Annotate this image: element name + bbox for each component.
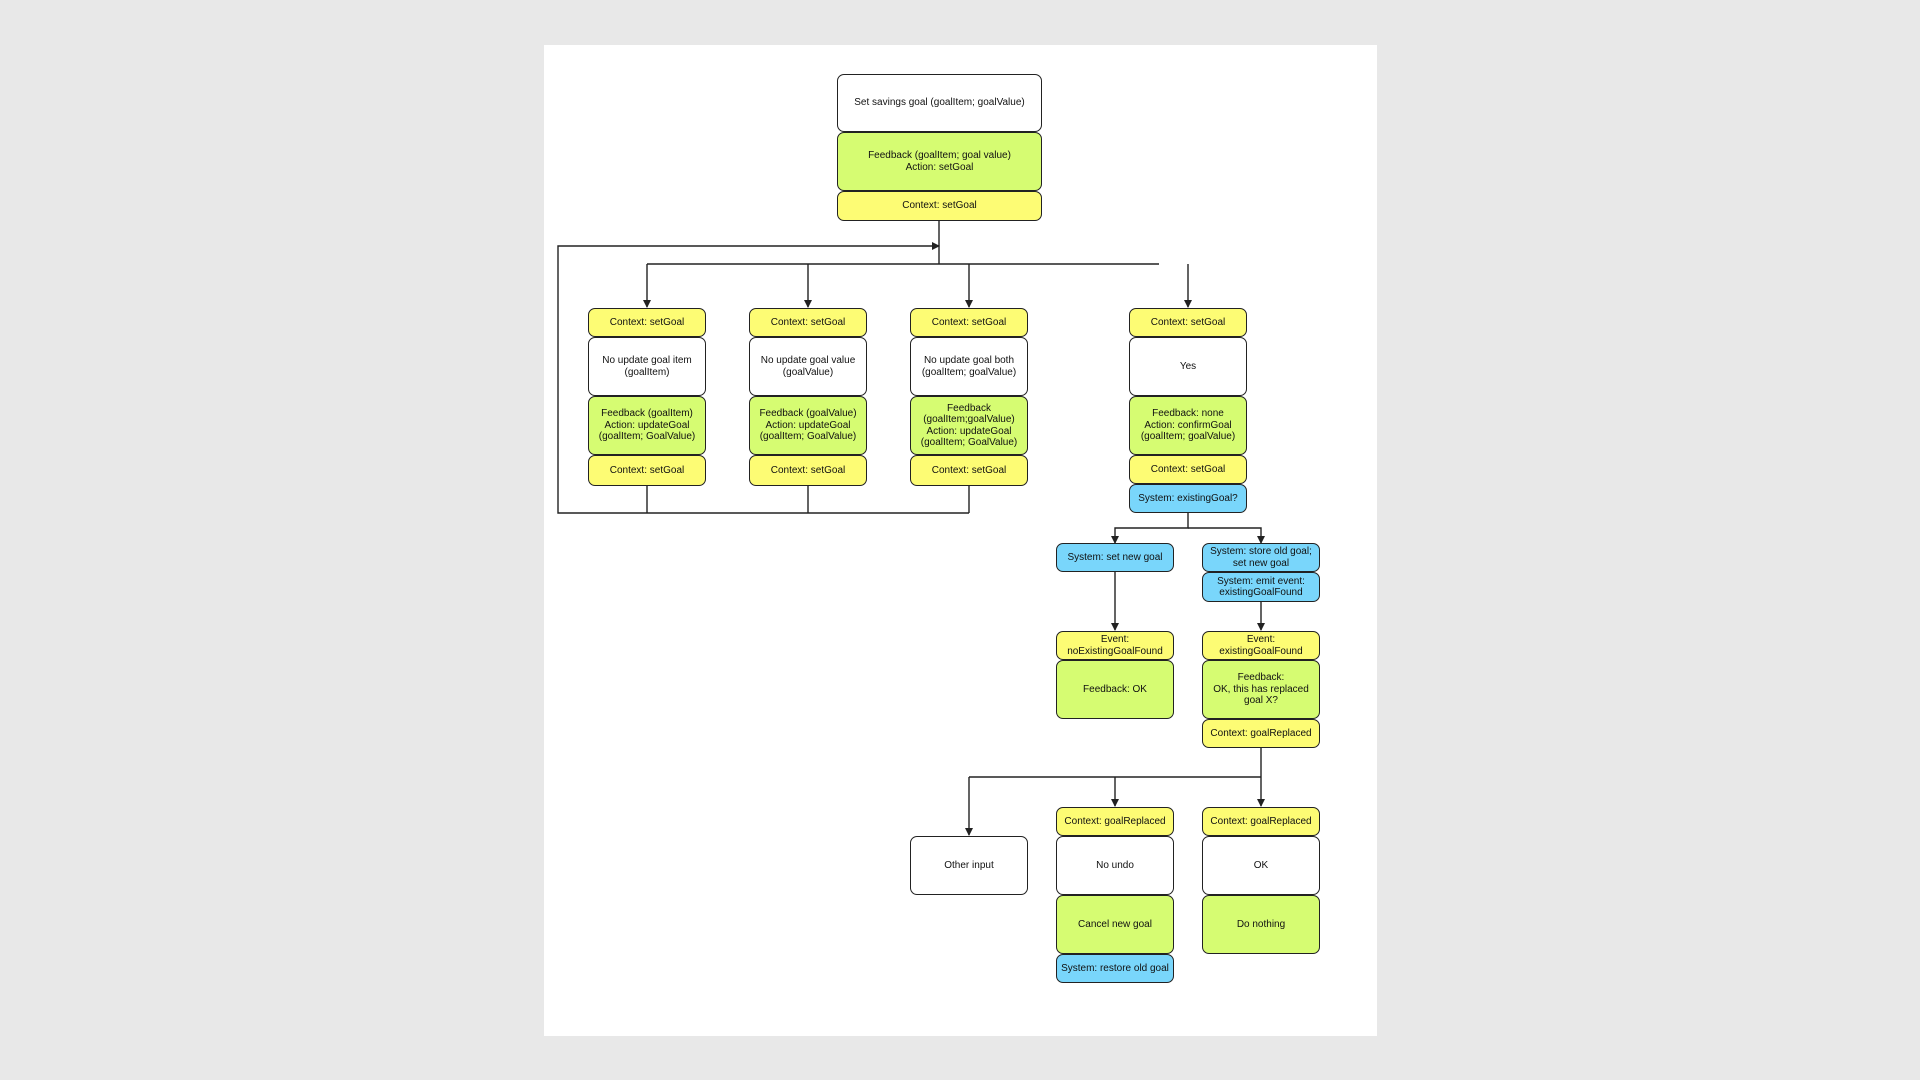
context-setgoal-node: Context: setGoal: [837, 191, 1042, 221]
feedback-ok-node: Feedback: OK: [1056, 660, 1174, 719]
branch2-feedback-node: Feedback (goalValue) Action: updateGoal …: [749, 396, 867, 455]
flowchart-canvas: Set savings goal (goalItem; goalValue) F…: [544, 45, 1377, 1036]
branch3-feedback-node: Feedback (goalItem;goalValue) Action: up…: [910, 396, 1028, 455]
feedback-replaced-node: Feedback: OK, this has replaced goal X?: [1202, 660, 1320, 719]
branch3-context-node: Context: setGoal: [910, 308, 1028, 337]
branch2-context-node: Context: setGoal: [749, 308, 867, 337]
context-goal-replaced-node: Context: goalReplaced: [1202, 719, 1320, 748]
branch2-context-out-node: Context: setGoal: [749, 455, 867, 486]
branch1-feedback-node: Feedback (goalItem) Action: updateGoal (…: [588, 396, 706, 455]
branch1-context-node: Context: setGoal: [588, 308, 706, 337]
system-store-old-goal-node: System: store old goal; set new goal: [1202, 543, 1320, 572]
branch1-input-node: No update goal item (goalItem): [588, 337, 706, 396]
connector-lines: [557, 221, 1265, 836]
option3-feedback-node: Do nothing: [1202, 895, 1320, 954]
system-emit-event-node: System: emit event: existingGoalFound: [1202, 572, 1320, 602]
option2-feedback-node: Cancel new goal: [1056, 895, 1174, 954]
option2-system-node: System: restore old goal: [1056, 954, 1174, 983]
branch4-context-out-node: Context: setGoal: [1129, 455, 1247, 484]
option2-input-node: No undo: [1056, 836, 1174, 895]
branch4-feedback-node: Feedback: none Action: confirmGoal (goal…: [1129, 396, 1247, 455]
option2-context-node: Context: goalReplaced: [1056, 807, 1174, 836]
branch2-input-node: No update goal value (goalValue): [749, 337, 867, 396]
feedback-setgoal-node: Feedback (goalItem; goal value) Action: …: [837, 132, 1042, 191]
set-savings-goal-node: Set savings goal (goalItem; goalValue): [837, 74, 1042, 132]
branch3-input-node: No update goal both (goalItem; goalValue…: [910, 337, 1028, 396]
option3-context-node: Context: goalReplaced: [1202, 807, 1320, 836]
other-input-node: Other input: [910, 836, 1028, 895]
branch4-context-node: Context: setGoal: [1129, 308, 1247, 337]
branch4-input-node: Yes: [1129, 337, 1247, 396]
branch3-context-out-node: Context: setGoal: [910, 455, 1028, 486]
system-set-new-goal-node: System: set new goal: [1056, 543, 1174, 572]
option3-input-node: OK: [1202, 836, 1320, 895]
branch1-context-out-node: Context: setGoal: [588, 455, 706, 486]
event-no-existing-goal-node: Event: noExistingGoalFound: [1056, 631, 1174, 660]
event-existing-goal-node: Event: existingGoalFound: [1202, 631, 1320, 660]
system-existing-goal-node: System: existingGoal?: [1129, 484, 1247, 513]
